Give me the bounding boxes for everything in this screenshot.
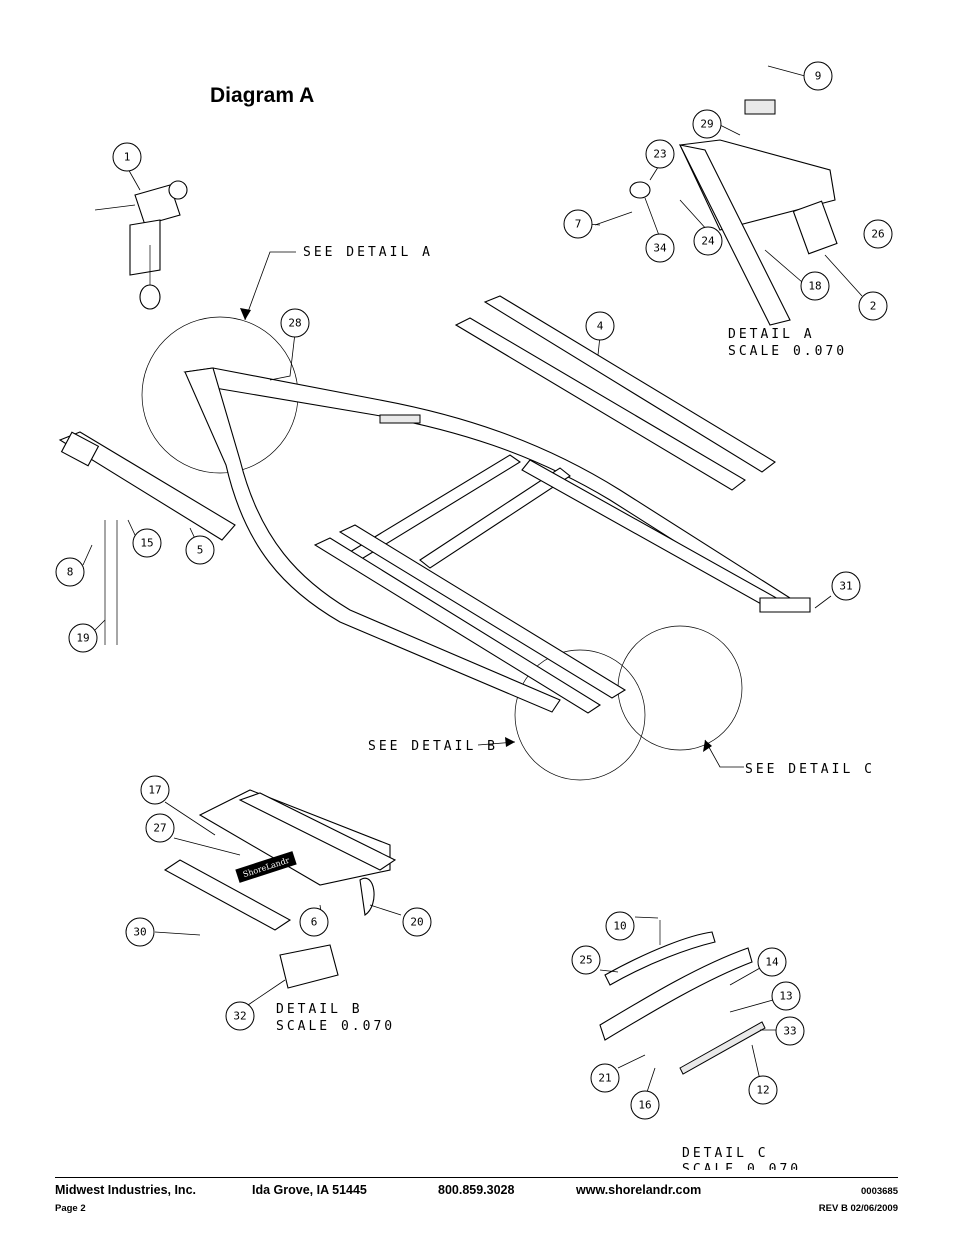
callout-number: 28 [288,317,301,330]
callout-number: 31 [839,580,852,593]
callout-29: 29 [692,109,722,139]
callout-number: 18 [808,280,821,293]
callout-27: 27 [145,813,175,843]
parts-diagram: ShoreLandr [55,61,893,1170]
callout-number: 30 [133,926,146,939]
detail-labels: SEE DETAIL A DETAIL A SCALE 0.070 SEE DE… [276,245,875,1170]
callout-number: 32 [233,1010,246,1023]
callout-number: 21 [598,1072,611,1085]
callout-4: 4 [585,311,615,341]
trailer-frame [183,367,811,713]
callout-number: 15 [140,537,153,550]
callout-13: 13 [771,981,801,1011]
footer-doc-number: 0003685 [861,1186,898,1197]
callout-number: 23 [653,148,666,161]
callout-6: 6 [299,907,329,937]
footer-website[interactable]: www.shorelandr.com [576,1183,702,1197]
callout-number: 34 [653,242,667,255]
callout-28: 28 [280,308,310,338]
callout-number: 8 [67,566,74,579]
callout-18: 18 [800,271,830,301]
footer-rule [55,1177,898,1178]
see-detail-c: SEE DETAIL C [745,762,875,777]
callout-33: 33 [775,1016,805,1046]
callout-10: 10 [605,911,635,941]
bunk-boards [313,295,776,714]
callout-number: 29 [700,118,713,131]
callout-number: 4 [597,320,604,333]
callout-number: 17 [148,784,161,797]
see-detail-b: SEE DETAIL B [368,739,498,754]
callout-number: 33 [783,1025,796,1038]
callout-16: 16 [630,1090,660,1120]
callout-5: 5 [185,535,215,565]
callout-30: 30 [125,917,155,947]
callout-number: 16 [638,1099,651,1112]
callout-21: 21 [590,1063,620,1093]
winch-stand [94,180,188,310]
callout-number: 25 [579,954,592,967]
callout-number: 24 [701,235,715,248]
callout-number: 26 [871,228,884,241]
callout-23: 23 [645,139,675,169]
callout-1: 1 [112,142,142,172]
callout-32: 32 [225,1001,255,1031]
callout-2: 2 [858,291,888,321]
callout-17: 17 [140,775,170,805]
callout-number: 14 [765,956,779,969]
footer-company: Midwest Industries, Inc. [55,1183,196,1197]
callout-14: 14 [757,947,787,977]
callout-15: 15 [132,528,162,558]
detail-b-scale: SCALE 0.070 [276,1019,395,1034]
page-title: Diagram A [210,84,315,107]
callout-number: 7 [575,218,582,231]
callout-number: 27 [153,822,166,835]
callout-number: 12 [756,1084,769,1097]
detail-a-frame [594,99,838,326]
footer-city: Ida Grove, IA 51445 [252,1183,367,1197]
callout-19: 19 [68,623,98,653]
callout-number: 20 [410,916,423,929]
callout-7: 7 [563,209,593,239]
callout-24: 24 [693,226,723,256]
callout-number: 10 [613,920,626,933]
callout-20: 20 [402,907,432,937]
arrowheads [240,308,712,752]
callout-number: 6 [311,916,318,929]
detail-b-circle [514,649,646,781]
callout-26: 26 [863,219,893,249]
detail-b: ShoreLandr [163,789,397,989]
callout-31: 31 [831,571,861,601]
callout-9: 9 [803,61,833,91]
footer-revision: REV B 02/06/2009 [818,1203,898,1214]
footer-phone: 800.859.3028 [438,1183,515,1197]
callout-8: 8 [55,557,85,587]
footer-page: Page 2 [55,1203,86,1214]
callout-number: 5 [197,544,204,557]
detail-c-scale: SCALE 0.070 [682,1162,801,1170]
callout-number: 13 [779,990,792,1003]
callout-number: 2 [870,300,877,313]
detail-b-label: DETAIL B [276,1002,363,1017]
callout-number: 1 [124,151,131,164]
tongue [58,431,236,645]
callout-12: 12 [748,1075,778,1105]
callout-34: 34 [645,233,675,263]
detail-a-label: DETAIL A [728,327,815,342]
detail-a-scale: SCALE 0.070 [728,344,847,359]
see-detail-a: SEE DETAIL A [303,245,433,260]
callout-25: 25 [571,945,601,975]
detail-c-circle [617,625,743,751]
callout-number: 19 [76,632,89,645]
callout-number: 9 [815,70,822,83]
detail-c-label: DETAIL C [682,1146,769,1161]
detail-c [599,920,766,1075]
